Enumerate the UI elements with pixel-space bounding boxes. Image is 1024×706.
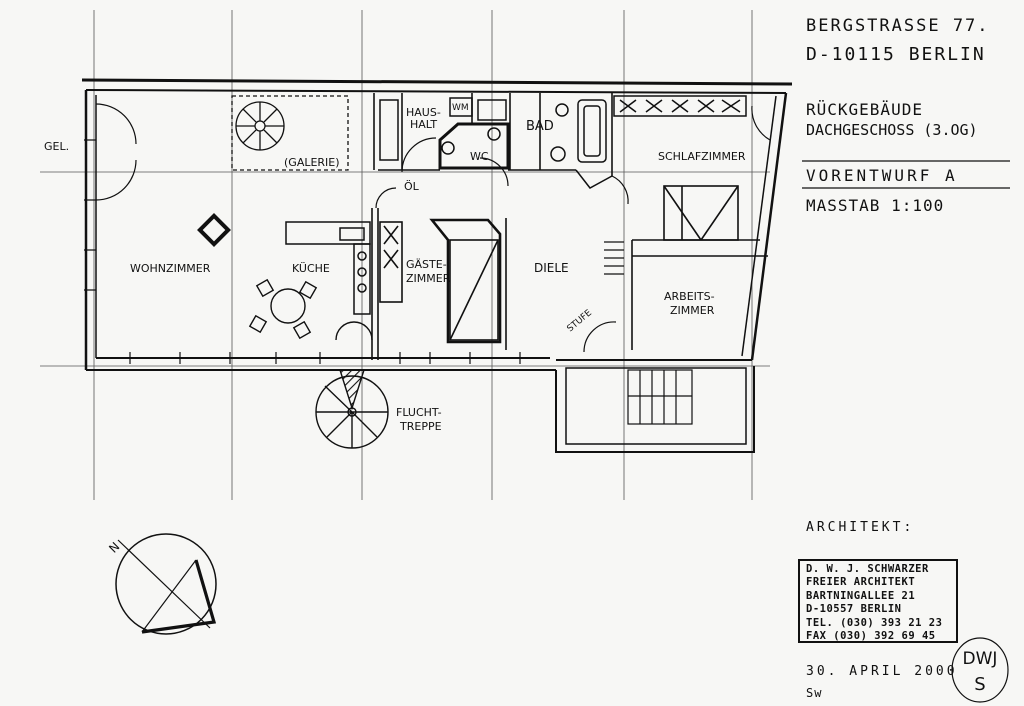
monogram-top: DWJ [963, 649, 998, 669]
label-bad: BAD [526, 119, 554, 134]
window-marks [84, 139, 521, 364]
kitchen-units [285, 221, 371, 315]
label-stufe: STUFE [566, 308, 595, 334]
label-gaeste-2: ZIMMER [406, 272, 451, 285]
label-wc: WC [470, 150, 489, 163]
main-staircase [604, 241, 693, 425]
wardrobe [613, 95, 747, 117]
label-gel: GEL. [44, 140, 69, 153]
design-phase: VORENTWURF A [806, 166, 958, 185]
label-flucht-1: FLUCHT- [396, 406, 442, 419]
drawing-date: 30. APRIL 2000 [806, 664, 958, 679]
door-swings [95, 103, 771, 353]
label-wohnzimmer: WOHNZIMMER [130, 262, 211, 275]
stamp-line: BARTNINGALLEE 21 [806, 589, 916, 602]
label-wm: WM [452, 103, 469, 113]
label-arbeits-2: ZIMMER [670, 304, 715, 317]
title-block-rules [802, 160, 1010, 189]
dining-table [248, 278, 318, 340]
room-labels: GEL. (GALERIE) HAUS- HALT WM WC BAD SCHL… [44, 103, 746, 433]
label-flucht-2: TREPPE [399, 420, 442, 433]
stove [197, 213, 231, 247]
stamp-line: FAX (030) 392 69 45 [806, 630, 936, 643]
label-kueche: KÜCHE [292, 262, 330, 275]
stamp-line: FREIER ARCHITEKT [806, 576, 916, 589]
label-schlafzimmer: SCHLAFZIMMER [658, 150, 746, 163]
stamp-line: D-10557 BERLIN [806, 603, 902, 616]
stamp-line: TEL. (030) 393 21 23 [806, 616, 943, 629]
label-haushalt-1: HAUS- [406, 106, 441, 119]
interior-walls [371, 93, 768, 360]
north-arrow: N [106, 533, 217, 635]
exterior-walls [81, 78, 793, 453]
monogram-bottom: S [974, 674, 985, 695]
architect-stamp: D. W. J. SCHWARZER FREIER ARCHITEKT BART… [798, 559, 958, 643]
label-gaeste-1: GÄSTE- [406, 258, 447, 271]
address-line-1: BERGSTRASSE 77. [806, 16, 990, 36]
label-arbeits-1: ARBEITS- [664, 290, 715, 303]
label-oel: ÖL [404, 180, 420, 193]
monogram: DWJ S [951, 637, 1009, 703]
building-name: RÜCKGEBÄUDE [806, 100, 923, 119]
label-haushalt-2: HALT [410, 118, 437, 131]
guest-room-furniture [379, 218, 502, 344]
floor-name: DACHGESCHOSS (3.OG) [806, 121, 978, 139]
escape-spiral-stair [315, 321, 389, 449]
drawing-scale: MASSTAB 1:100 [806, 196, 945, 215]
bathroom-fixtures [379, 97, 613, 189]
label-galerie: (GALERIE) [284, 156, 340, 169]
galerie-spiral-stair [231, 95, 349, 171]
label-diele: DIELE [534, 261, 569, 275]
drawer-initials: Sw [806, 686, 823, 700]
stamp-line: D. W. J. SCHWARZER [806, 563, 929, 575]
address-line-2: D-10115 BERLIN [806, 44, 986, 65]
bed [663, 185, 739, 241]
architect-label: ARCHITEKT: [806, 520, 915, 535]
